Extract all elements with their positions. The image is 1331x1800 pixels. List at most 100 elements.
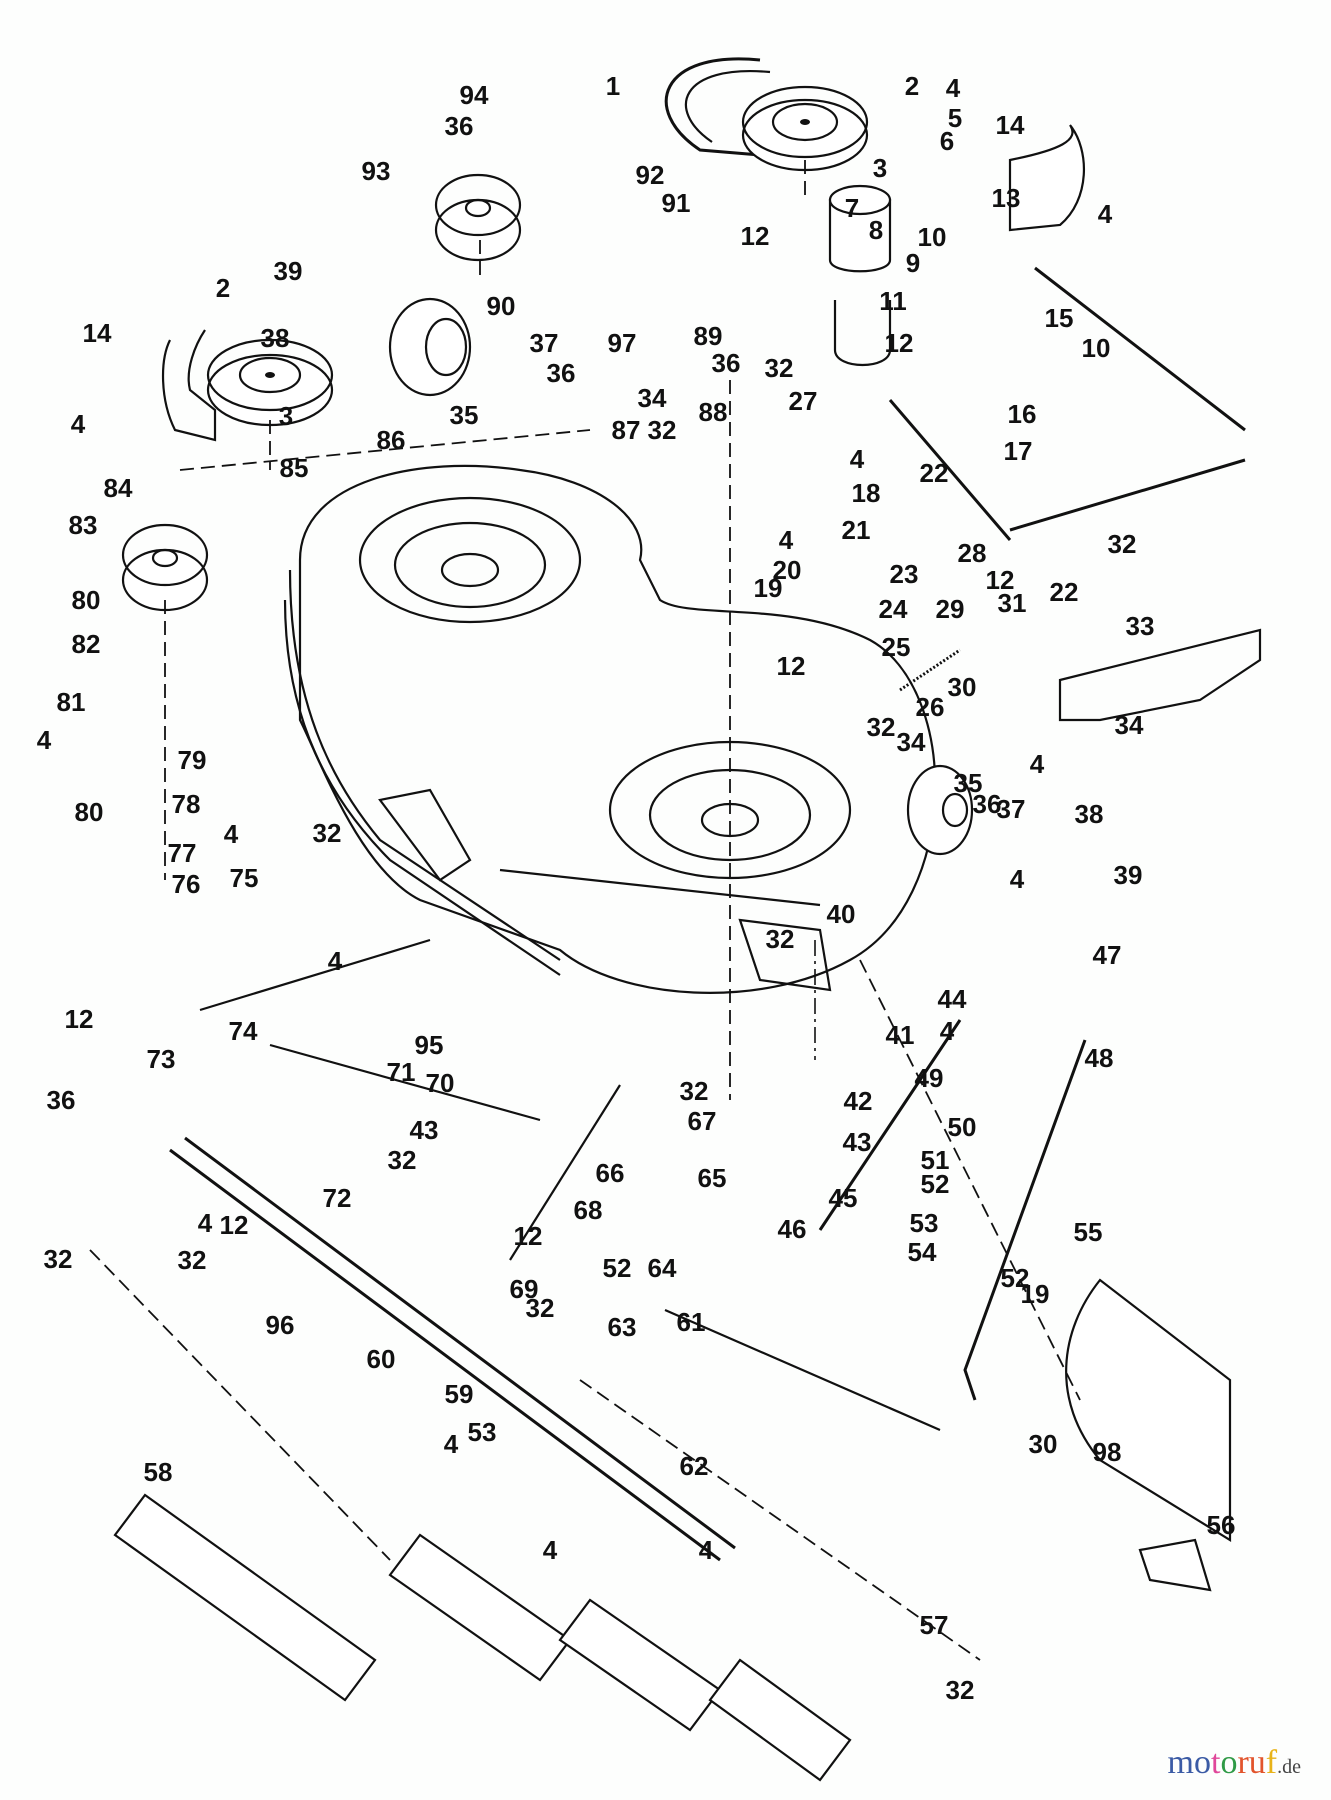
callout-52: 52 bbox=[603, 1253, 632, 1283]
wm-letter: r bbox=[1237, 1744, 1249, 1781]
motoruf-watermark-logo[interactable]: motoruf.de bbox=[1168, 1744, 1301, 1782]
callout-68: 68 bbox=[574, 1195, 603, 1225]
callout-4: 4 bbox=[71, 409, 86, 439]
callout-97: 97 bbox=[608, 328, 637, 358]
belt bbox=[664, 57, 761, 157]
callout-32: 32 bbox=[867, 712, 896, 742]
callout-4: 4 bbox=[328, 946, 343, 976]
callout-83: 83 bbox=[69, 510, 98, 540]
callout-58: 58 bbox=[144, 1457, 173, 1487]
callout-4: 4 bbox=[850, 444, 865, 474]
callout-4: 4 bbox=[543, 1535, 558, 1565]
callout-34: 34 bbox=[638, 383, 667, 413]
callout-35: 35 bbox=[450, 400, 479, 430]
callout-32: 32 bbox=[648, 415, 677, 445]
bracket-33 bbox=[1058, 628, 1262, 722]
callout-44: 44 bbox=[938, 984, 967, 1014]
callout-31: 31 bbox=[998, 588, 1027, 618]
callout-61: 61 bbox=[677, 1307, 706, 1337]
assembly-lines bbox=[89, 160, 1081, 1661]
callout-43: 43 bbox=[410, 1115, 439, 1145]
callout-53: 53 bbox=[468, 1417, 497, 1447]
callout-1: 1 bbox=[606, 71, 620, 101]
callout-79: 79 bbox=[178, 745, 207, 775]
callout-2: 2 bbox=[905, 71, 919, 101]
callout-52: 52 bbox=[921, 1169, 950, 1199]
callout-81: 81 bbox=[57, 687, 86, 717]
discharge-chute bbox=[1065, 1278, 1232, 1542]
callout-38: 38 bbox=[1075, 799, 1104, 829]
spring bbox=[899, 648, 961, 692]
callout-16: 16 bbox=[1008, 399, 1037, 429]
callout-65: 65 bbox=[698, 1163, 727, 1193]
callout-4: 4 bbox=[779, 525, 794, 555]
callout-53: 53 bbox=[910, 1208, 939, 1238]
callout-10: 10 bbox=[918, 222, 947, 252]
gauge-wheel-left bbox=[388, 297, 472, 397]
callout-72: 72 bbox=[323, 1183, 352, 1213]
callout-93: 93 bbox=[362, 156, 391, 186]
callout-12: 12 bbox=[986, 565, 1015, 595]
callout-17: 17 bbox=[1004, 436, 1033, 466]
callout-12: 12 bbox=[777, 651, 806, 681]
rod-68 bbox=[509, 1084, 621, 1261]
callout-50: 50 bbox=[948, 1112, 977, 1142]
callout-67: 67 bbox=[688, 1106, 717, 1136]
callout-63: 63 bbox=[608, 1312, 637, 1342]
callout-34: 34 bbox=[1115, 710, 1144, 740]
callout-4: 4 bbox=[1010, 864, 1025, 894]
callout-85: 85 bbox=[280, 453, 309, 483]
rod-64 bbox=[664, 1308, 941, 1432]
callout-32: 32 bbox=[946, 1675, 975, 1705]
callout-37: 37 bbox=[530, 328, 559, 358]
callout-4: 4 bbox=[1098, 199, 1113, 229]
callout-4: 4 bbox=[946, 73, 961, 103]
callout-76: 76 bbox=[172, 869, 201, 899]
callout-13: 13 bbox=[992, 183, 1021, 213]
lift-lever bbox=[1009, 458, 1246, 532]
callout-36: 36 bbox=[712, 348, 741, 378]
callout-66: 66 bbox=[596, 1158, 625, 1188]
callout-36: 36 bbox=[47, 1085, 76, 1115]
wm-letter: o bbox=[1194, 1744, 1211, 1781]
deck-housing bbox=[283, 464, 937, 994]
callout-23: 23 bbox=[890, 559, 919, 589]
callout-89: 89 bbox=[694, 321, 723, 351]
callout-71: 71 bbox=[387, 1057, 416, 1087]
callout-18: 18 bbox=[852, 478, 881, 508]
callout-4: 4 bbox=[444, 1429, 459, 1459]
callout-95: 95 bbox=[415, 1030, 444, 1060]
callout-91: 91 bbox=[662, 188, 691, 218]
callout-78: 78 bbox=[172, 789, 201, 819]
callout-32: 32 bbox=[765, 353, 794, 383]
callout-32: 32 bbox=[388, 1145, 417, 1175]
callout-15: 15 bbox=[1045, 303, 1074, 333]
rod-75 bbox=[199, 938, 431, 1012]
callout-19: 19 bbox=[754, 573, 783, 603]
callout-86: 86 bbox=[377, 425, 406, 455]
callout-48: 48 bbox=[1085, 1043, 1114, 1073]
callout-52: 52 bbox=[1001, 1263, 1030, 1293]
callout-43: 43 bbox=[843, 1127, 872, 1157]
callout-4: 4 bbox=[198, 1208, 213, 1238]
callout-19: 19 bbox=[1021, 1279, 1050, 1309]
callout-32: 32 bbox=[313, 818, 342, 848]
callout-49: 49 bbox=[915, 1063, 944, 1093]
callout-82: 82 bbox=[72, 629, 101, 659]
callout-39: 39 bbox=[274, 256, 303, 286]
callout-9: 9 bbox=[906, 248, 920, 278]
callout-56: 56 bbox=[1207, 1510, 1236, 1540]
callout-22: 22 bbox=[920, 458, 949, 488]
callout-35: 35 bbox=[954, 768, 983, 798]
callout-4: 4 bbox=[1030, 749, 1045, 779]
callout-28: 28 bbox=[958, 538, 987, 568]
callout-46: 46 bbox=[778, 1214, 807, 1244]
roller-shaft bbox=[169, 1148, 721, 1562]
callout-21: 21 bbox=[842, 515, 871, 545]
callout-11: 11 bbox=[879, 286, 907, 316]
chute-pad-56 bbox=[1138, 1538, 1212, 1592]
callout-77: 77 bbox=[168, 838, 197, 868]
callout-96: 96 bbox=[266, 1310, 295, 1340]
